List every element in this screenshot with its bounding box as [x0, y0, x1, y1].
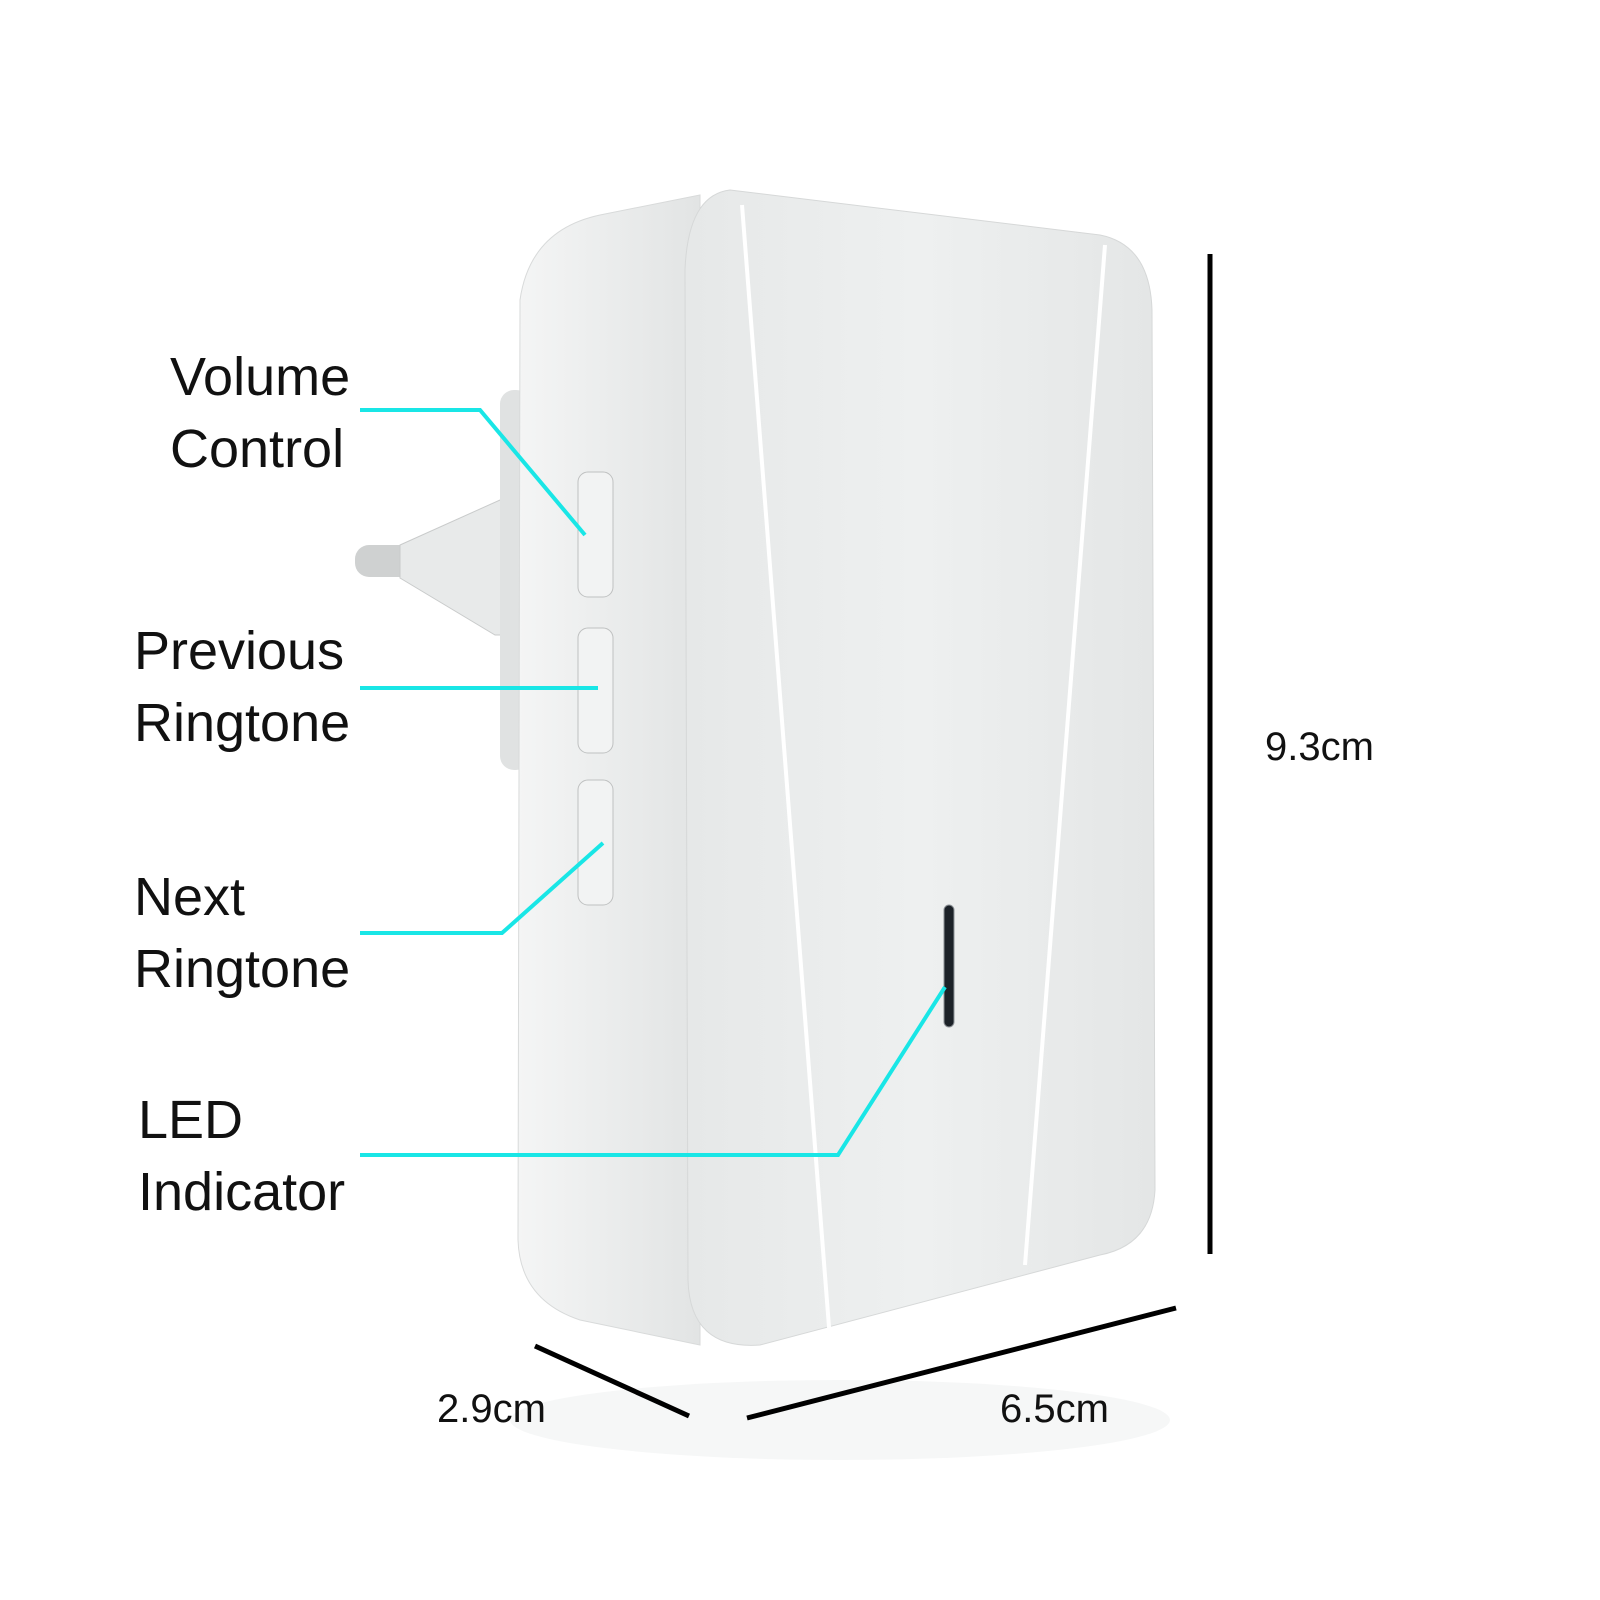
label-line: Control — [170, 419, 344, 479]
callout-line-volume — [360, 408, 587, 537]
label-led-indicator: LED Indicator — [138, 1090, 345, 1222]
previous-ringtone-button — [577, 627, 614, 754]
label-line: Ringtone — [134, 693, 350, 753]
label-line: LED — [138, 1090, 243, 1150]
depth-dimension-line — [533, 1343, 691, 1419]
next-ringtone-button — [577, 779, 614, 906]
width-dimension-line — [746, 1305, 1177, 1421]
label-line: Ringtone — [134, 939, 350, 999]
led-indicator — [943, 904, 955, 1028]
volume-button — [577, 471, 614, 598]
callout-line-led — [360, 985, 947, 1157]
label-volume-control: Volume Control — [170, 347, 365, 479]
label-line: Next — [134, 867, 245, 927]
callout-line-next — [360, 841, 605, 935]
height-dimension-label: 9.3cm — [1265, 725, 1374, 769]
reflection — [510, 1380, 1170, 1460]
device-front — [684, 189, 1156, 1346]
label-line: Indicator — [138, 1162, 345, 1222]
label-next-ringtone: Next Ringtone — [134, 867, 350, 999]
plug — [355, 390, 530, 770]
side-buttons — [577, 471, 614, 906]
label-line: Previous — [134, 621, 344, 681]
label-previous-ringtone: Previous Ringtone — [134, 621, 359, 753]
bevel-line — [740, 204, 832, 1341]
device-side — [517, 194, 701, 1346]
label-line: Volume — [170, 347, 350, 407]
depth-dimension-label: 2.9cm — [437, 1387, 546, 1431]
bevel-line — [1023, 244, 1107, 1266]
width-dimension-label: 6.5cm — [1000, 1387, 1109, 1431]
